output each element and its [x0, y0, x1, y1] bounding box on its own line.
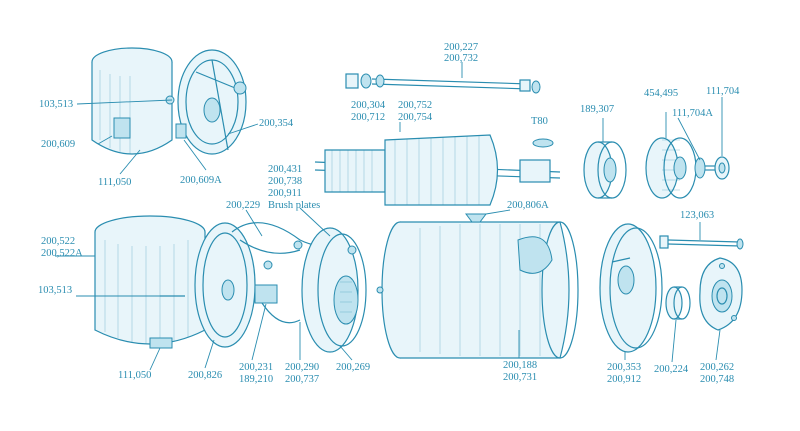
- label-200754: 200,754: [398, 112, 433, 123]
- label-200227: 200,227: [444, 42, 478, 53]
- label-111050-bottom: 111,050: [118, 370, 151, 381]
- bolt-123063: [659, 235, 744, 250]
- solenoid-cover-assembly: [91, 47, 247, 155]
- label-200304: 200,304: [351, 100, 386, 111]
- bearing-flange: [699, 257, 743, 331]
- label-200522: 200,522: [41, 236, 75, 247]
- bearing: [583, 141, 627, 199]
- label-200262: 200,262: [700, 362, 734, 373]
- brush-plate: [301, 227, 367, 353]
- label-200912: 200,912: [607, 374, 641, 385]
- label-200188: 200,188: [503, 360, 537, 371]
- label-200738: 200,738: [268, 176, 302, 187]
- label-103513-top: 103,513: [39, 99, 73, 110]
- label-200609a: 200,609A: [180, 175, 222, 186]
- through-bolt: [345, 73, 541, 94]
- drive-end-plate: [599, 223, 663, 353]
- yoke-field-housing: [376, 213, 579, 359]
- label-200224: 200,224: [654, 364, 689, 375]
- label-200712: 200,712: [351, 112, 385, 123]
- label-200353: 200,353: [607, 362, 641, 373]
- commutator-end-cover: [94, 215, 206, 349]
- label-189307: 189,307: [580, 104, 614, 115]
- label-200826: 200,826: [188, 370, 222, 381]
- part-labels: 200,227 200,732 200,304 200,752 200,712 …: [38, 42, 740, 385]
- label-200748: 200,748: [700, 374, 734, 385]
- label-200806a: 200,806A: [507, 200, 549, 211]
- leader-lines: [55, 62, 723, 371]
- label-111704a: 111,704A: [672, 108, 713, 119]
- label-200431: 200,431: [268, 164, 302, 175]
- label-200737: 200,737: [285, 374, 319, 385]
- label-123063: 123,063: [680, 210, 714, 221]
- label-t80: T80: [531, 116, 548, 127]
- pinion-gear: [645, 137, 697, 199]
- label-189210: 189,210: [239, 374, 273, 385]
- label-200732-top: 200,732: [444, 53, 478, 64]
- bush: [665, 286, 691, 320]
- label-200911: 200,911: [268, 188, 302, 199]
- washer-and-nut: [694, 156, 730, 180]
- label-200752: 200,752: [398, 100, 432, 111]
- label-brush-plates: Brush plates: [268, 200, 320, 211]
- label-200354: 200,354: [259, 118, 294, 129]
- label-200231: 200,231: [239, 362, 273, 373]
- label-103513-bottom: 103,513: [38, 285, 72, 296]
- label-111704: 111,704: [706, 86, 740, 97]
- label-454495: 454,495: [644, 88, 678, 99]
- label-200522a: 200,522A: [41, 248, 83, 259]
- armature: [314, 134, 561, 206]
- label-200609: 200,609: [41, 139, 75, 150]
- label-200269: 200,269: [336, 362, 370, 373]
- label-111050-top: 111,050: [98, 177, 131, 188]
- label-200290: 200,290: [285, 362, 319, 373]
- label-200731: 200,731: [503, 372, 537, 383]
- label-200229: 200,229: [226, 200, 260, 211]
